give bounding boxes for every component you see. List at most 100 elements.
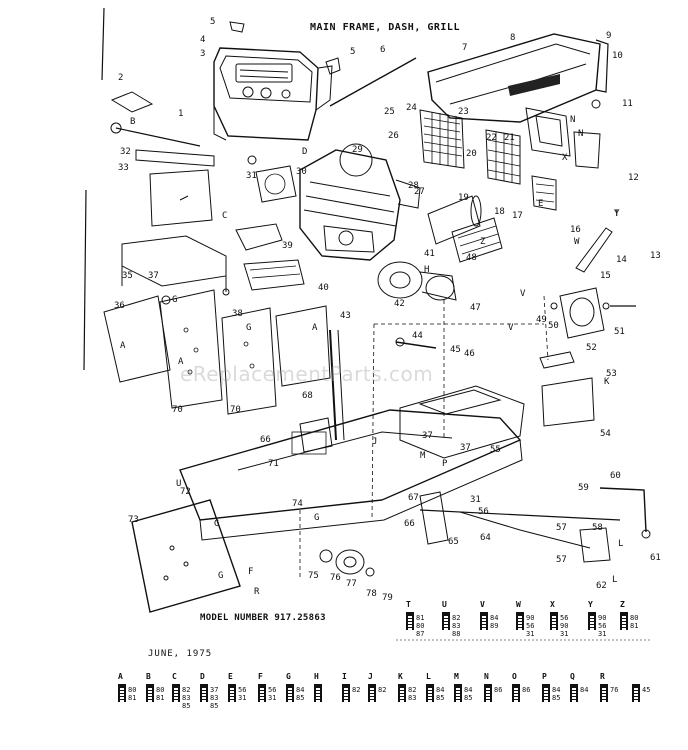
part-callout: 61	[650, 553, 661, 563]
part-callout: Y	[614, 209, 620, 219]
part-callout: 24	[406, 103, 417, 113]
part-callout: 42	[394, 299, 405, 309]
hardware-letter: O	[512, 672, 517, 681]
brake-bracket	[539, 227, 613, 427]
hardware-letter: Q	[570, 672, 575, 681]
hardware-letter: Y	[588, 600, 593, 609]
model-number: MODEL NUMBER 917.25863	[200, 613, 326, 623]
part-callout: 33	[118, 163, 129, 173]
part-callout: 74	[292, 499, 303, 509]
hardware-part-number: 83	[182, 694, 191, 702]
part-callout: 60	[610, 471, 621, 481]
hardware-letter: E	[228, 672, 233, 681]
hardware-part-number: 86	[522, 686, 531, 694]
bolt-icon	[600, 684, 608, 702]
part-callout: 27	[414, 187, 425, 197]
hardware-part-number: 83	[408, 694, 417, 702]
part-callout: 78	[366, 589, 377, 599]
hardware-letter: K	[398, 672, 403, 681]
grill-panels	[419, 107, 601, 211]
part-callout: G	[214, 519, 220, 529]
part-callout: 66	[404, 519, 415, 529]
hardware-letter: U	[442, 600, 447, 609]
hardware-part-number: 82	[452, 614, 461, 622]
part-callout: A	[312, 323, 318, 333]
part-callout: 70	[172, 405, 183, 415]
part-callout: 3	[200, 49, 206, 59]
bolt-icon	[454, 684, 462, 702]
pulley-assembly	[377, 261, 457, 301]
part-callout: 7	[462, 43, 468, 53]
hardware-letter: W	[516, 600, 521, 609]
idler-pulley	[319, 549, 375, 577]
hardware-part-number: 31	[238, 694, 247, 702]
hardware-part-number: 80	[156, 686, 165, 694]
dash-panel	[213, 47, 333, 141]
bolt-icon	[314, 684, 322, 702]
bolt-icon	[570, 684, 578, 702]
bolt-icon	[588, 612, 596, 630]
hardware-letter: L	[426, 672, 431, 681]
hardware-letter: P	[542, 672, 547, 681]
part-callout: 46	[464, 349, 475, 359]
part-callout: T	[614, 209, 620, 219]
hardware-part-number: 56	[238, 686, 247, 694]
part-callout: 17	[512, 211, 523, 221]
bolt-icon	[632, 684, 640, 702]
part-callout: 47	[470, 303, 481, 313]
part-callout: L	[612, 575, 618, 585]
part-callout: G	[314, 513, 320, 523]
part-callout: 70	[230, 405, 241, 415]
bolt-icon	[406, 612, 414, 630]
hardware-part-number: 90	[598, 614, 607, 622]
bolt-icon	[484, 684, 492, 702]
part-callout: 64	[480, 533, 491, 543]
brake-linkage	[419, 487, 651, 563]
bolt-icon	[368, 684, 376, 702]
part-callout: 23	[458, 107, 469, 117]
bolt-icon	[118, 684, 126, 702]
hardware-part-number: 85	[552, 694, 561, 702]
part-callout: 58	[592, 523, 603, 533]
part-callout: 37	[460, 443, 471, 453]
hardware-part-number: 80	[128, 686, 137, 694]
bolt-icon	[480, 612, 488, 630]
part-callout: B	[130, 117, 136, 127]
part-callout: 39	[282, 241, 293, 251]
part-callout: 25	[384, 107, 395, 117]
part-callout: 1	[178, 109, 184, 119]
part-callout: 73	[128, 515, 139, 525]
hardware-part-number: 85	[182, 702, 191, 710]
part-callout: D	[302, 147, 308, 157]
part-callout: 51	[614, 327, 625, 337]
part-callout: 19	[458, 193, 469, 203]
hardware-letter: G	[286, 672, 291, 681]
hardware-part-number: 82	[408, 686, 417, 694]
part-callout: 26	[388, 131, 399, 141]
bolt-icon	[228, 684, 236, 702]
support-brackets	[121, 223, 305, 292]
part-callout: 4	[200, 35, 206, 45]
hardware-part-number: 81	[630, 622, 639, 630]
hardware-letter: D	[200, 672, 205, 681]
part-callout: 59	[578, 483, 589, 493]
part-callout: 38	[232, 309, 243, 319]
part-callout: 32	[120, 147, 131, 157]
part-callout: 35	[122, 271, 133, 281]
part-callout: A	[178, 357, 184, 367]
part-callout: 31	[470, 495, 481, 505]
hardware-part-number: 85	[296, 694, 305, 702]
bolt-icon	[200, 684, 208, 702]
bolt-icon	[512, 684, 520, 702]
hardware-part-number: 81	[128, 694, 137, 702]
part-callout: 37	[422, 431, 433, 441]
part-callout: 16	[570, 225, 581, 235]
part-callout: 10	[612, 51, 623, 61]
part-callout: 22	[486, 133, 497, 143]
part-callout: 54	[600, 429, 611, 439]
hardware-letter: Z	[620, 600, 625, 609]
hardware-part-number: 31	[598, 630, 607, 638]
side-plates	[103, 289, 331, 415]
part-callout: 77	[346, 579, 357, 589]
part-callout: F	[248, 567, 254, 577]
